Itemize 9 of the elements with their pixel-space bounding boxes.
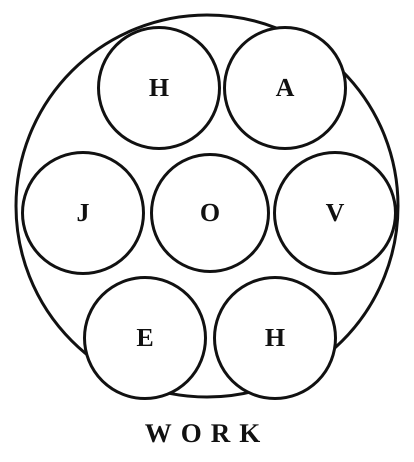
letter: H — [148, 73, 170, 103]
letter: O — [200, 198, 220, 228]
letter: J — [76, 198, 90, 228]
letter: H — [264, 323, 286, 353]
letter: V — [326, 198, 344, 228]
caption-word: WORK — [144, 418, 270, 449]
letter: A — [276, 73, 294, 103]
outer-circle — [14, 13, 400, 399]
letter: E — [136, 323, 154, 353]
